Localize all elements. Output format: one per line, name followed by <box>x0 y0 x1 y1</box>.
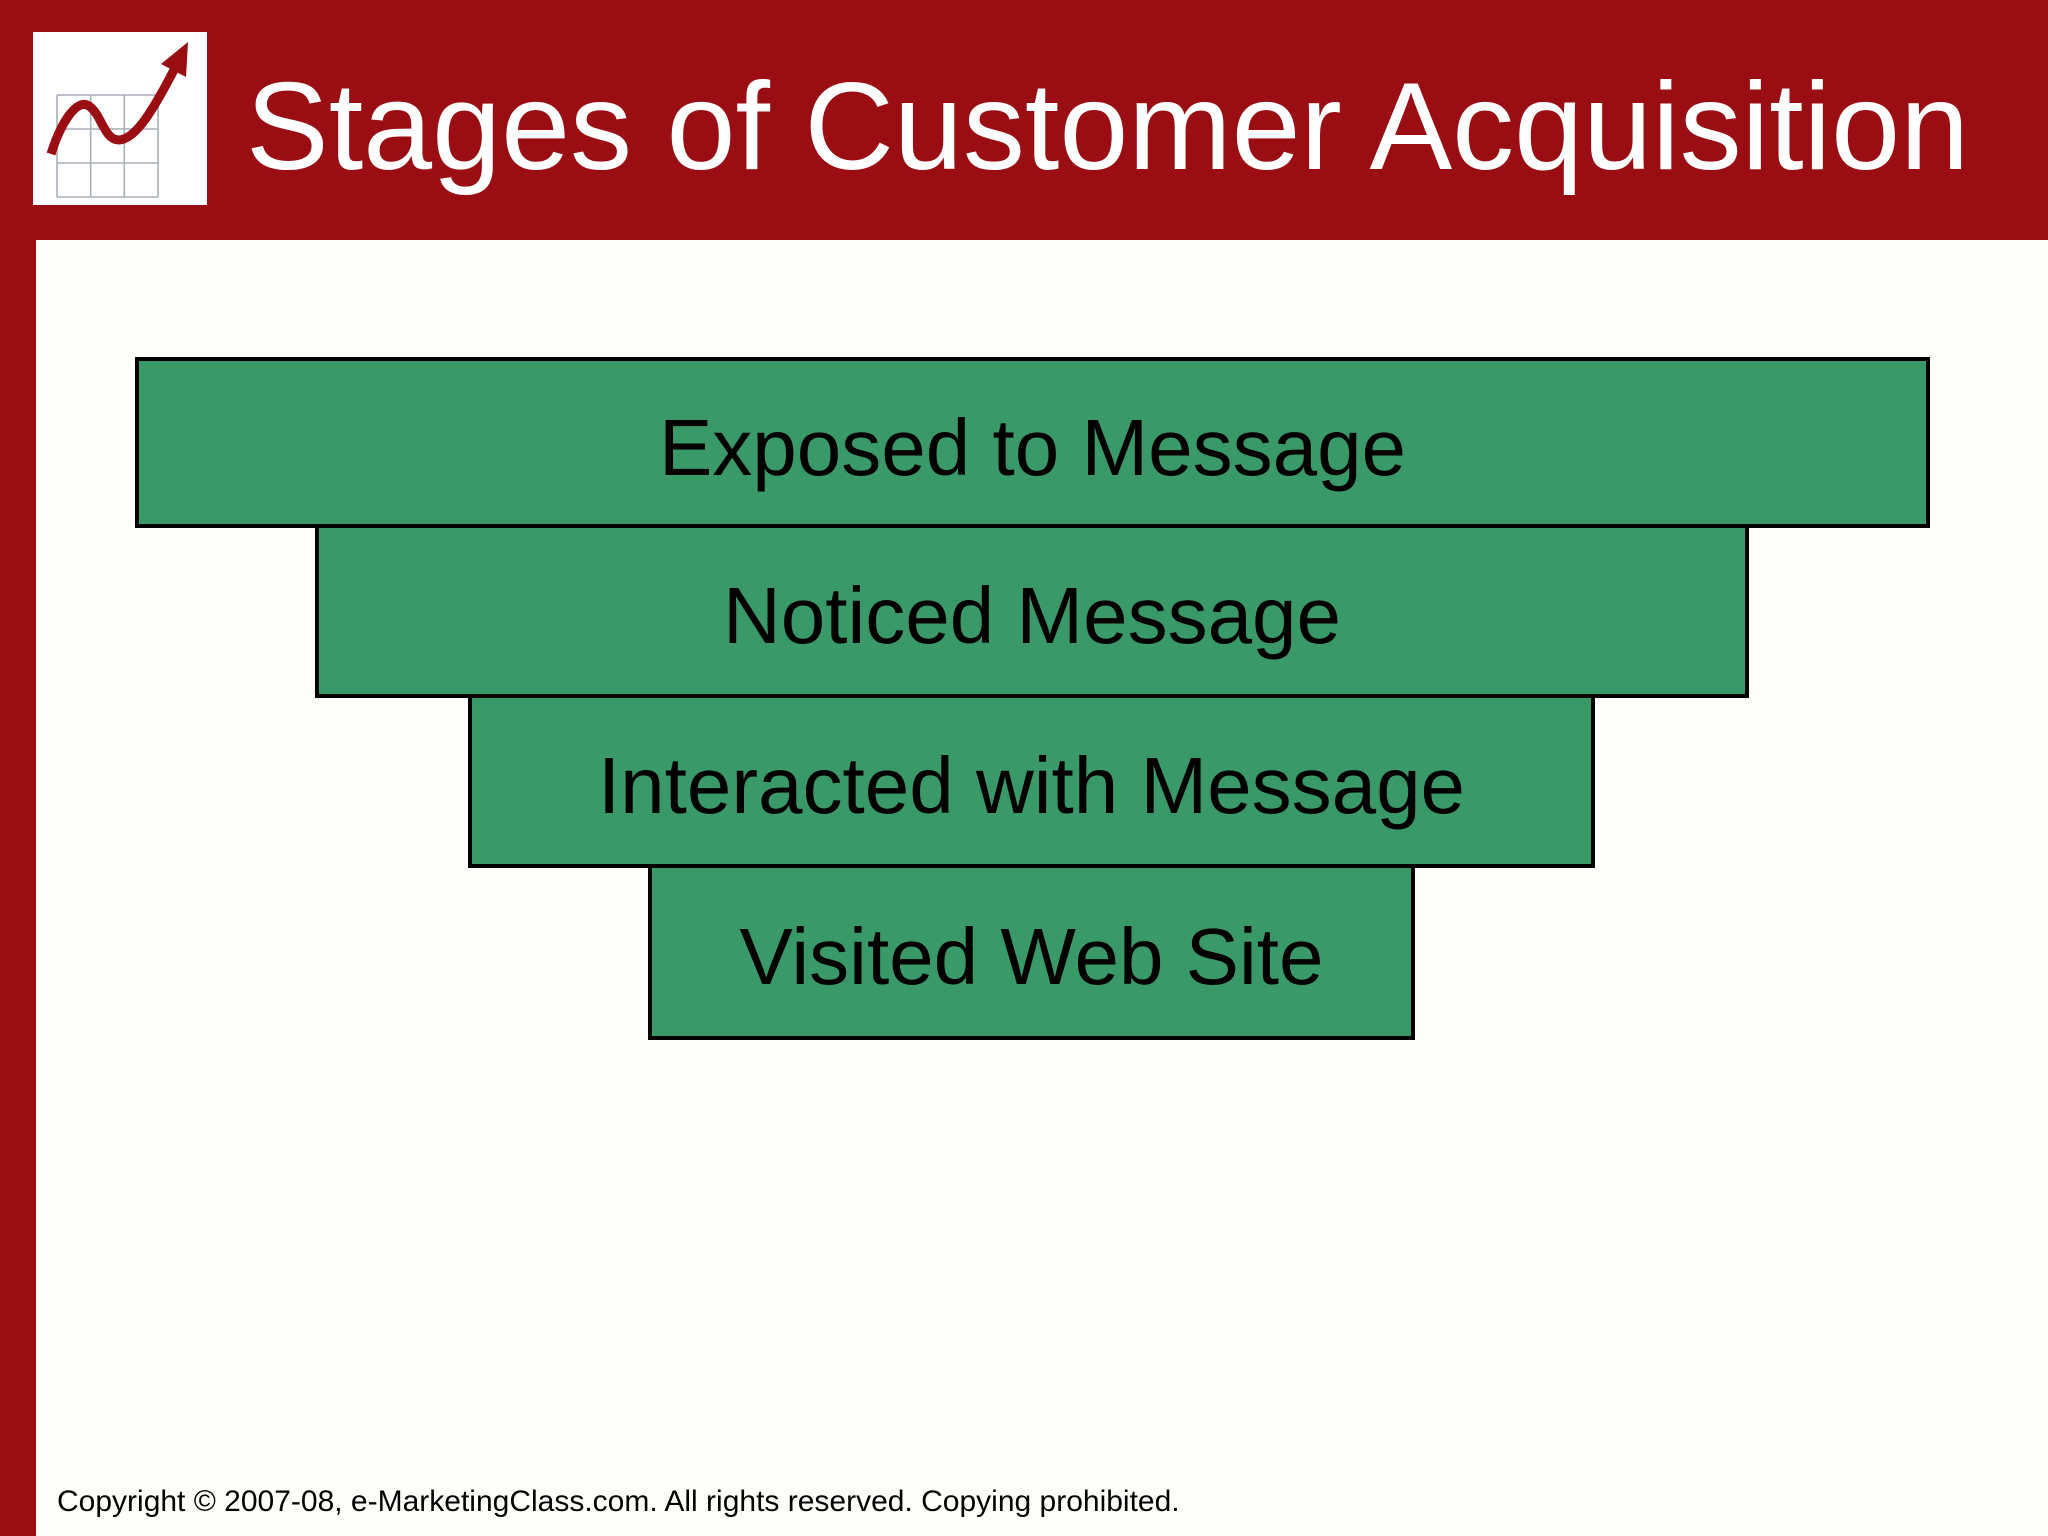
stage-label: Visited Web Site <box>739 912 1324 1001</box>
stage-label: Interacted with Message <box>597 741 1466 830</box>
funnel-stage-bar: Interacted with Message <box>468 694 1595 868</box>
funnel-stage-bar: Exposed to Message <box>135 357 1930 528</box>
funnel-stage-bar: Visited Web Site <box>648 864 1415 1040</box>
trend-chart-logo-icon <box>33 32 207 205</box>
page-title: Stages of Customer Acquisition <box>246 58 1970 196</box>
stage-label: Exposed to Message <box>658 402 1407 492</box>
left-accent-stripe <box>0 0 36 1536</box>
funnel-stage-bar: Noticed Message <box>315 524 1749 698</box>
stage-label: Noticed Message <box>722 571 1342 660</box>
header-bar: Stages of Customer Acquisition <box>0 0 2048 240</box>
copyright-text: Copyright © 2007-08, e-MarketingClass.co… <box>57 1485 1180 1518</box>
